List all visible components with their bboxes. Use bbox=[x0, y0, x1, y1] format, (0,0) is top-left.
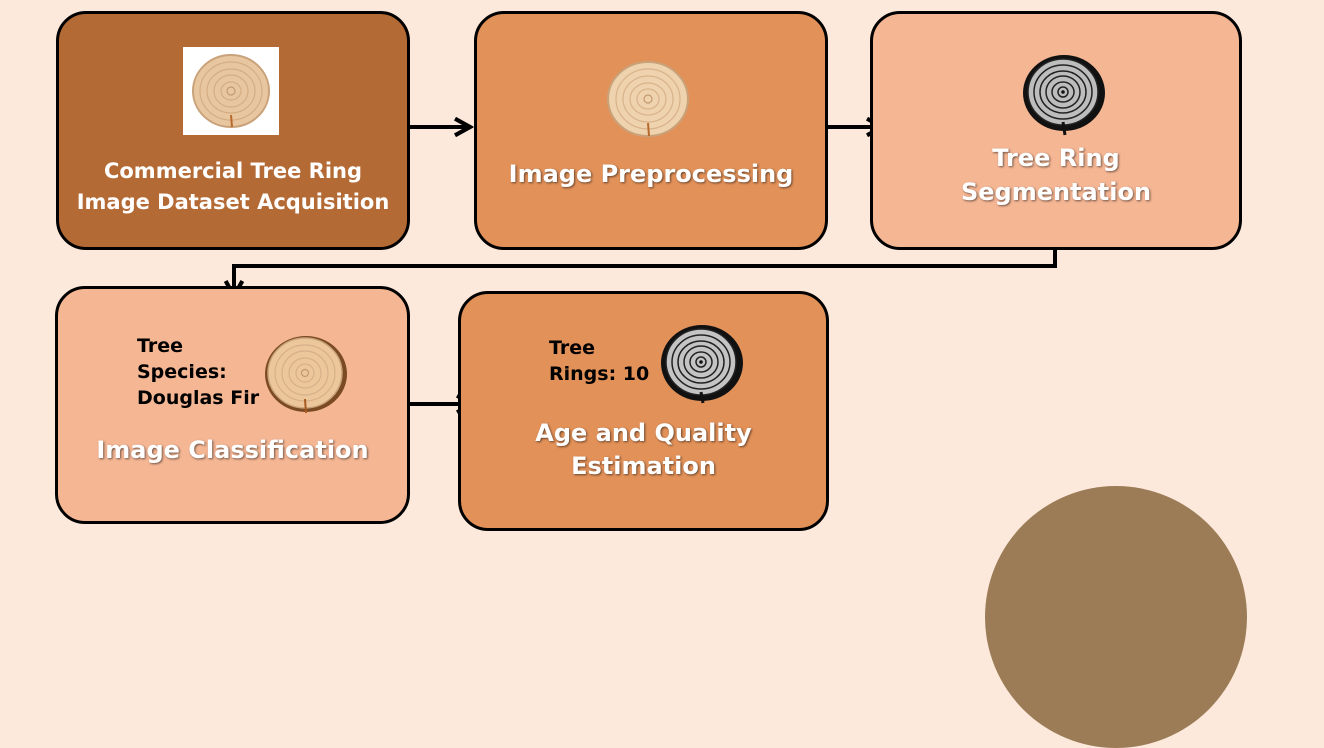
step-dataset-acquisition: Commercial Tree Ring Image Dataset Acqui… bbox=[56, 11, 410, 250]
step-title: Commercial Tree Ring Image Dataset Acqui… bbox=[59, 156, 407, 218]
segmented-tree-ring-icon bbox=[661, 325, 743, 404]
step-title-line: Image Dataset Acquisition bbox=[76, 190, 390, 214]
dataset-image-frame bbox=[183, 47, 279, 135]
species-note: Tree Species: Douglas Fir bbox=[137, 333, 259, 411]
step-title: Tree Ring Segmentation bbox=[873, 141, 1239, 209]
step-title-line: Age and Quality bbox=[535, 419, 752, 447]
note-line: Species: bbox=[137, 361, 227, 383]
pipeline-diagram: Commercial Tree Ring Image Dataset Acqui… bbox=[55, 11, 1247, 748]
note-line: Tree bbox=[137, 335, 184, 357]
note-line: Douglas Fir bbox=[137, 387, 260, 409]
step-image-preprocessing: Image Preprocessing bbox=[474, 11, 828, 250]
step-title: Age and Quality Estimation bbox=[461, 417, 826, 483]
tree-ring-cross-section-icon bbox=[607, 61, 689, 137]
step-age-quality-estimation: Tree Rings: 10 Age and Quality Estimatio… bbox=[458, 291, 829, 531]
step-title: Image Preprocessing bbox=[477, 158, 825, 190]
step-title-line: Image Preprocessing bbox=[508, 160, 794, 188]
note-line: Tree bbox=[549, 337, 596, 359]
step-title-line: Tree Ring bbox=[992, 144, 1120, 172]
tree-ring-cross-section-icon bbox=[192, 54, 270, 128]
ring-count-note: Tree Rings: 10 bbox=[549, 335, 649, 387]
step-title-line: Commercial Tree Ring bbox=[103, 159, 363, 183]
step-tree-ring-segmentation: Tree Ring Segmentation bbox=[870, 11, 1242, 250]
step-title-line: Segmentation bbox=[960, 178, 1152, 206]
step-title: Image Classification bbox=[58, 434, 407, 466]
segmented-tree-ring-icon bbox=[1023, 55, 1105, 136]
step-title-line: Image Classification bbox=[96, 436, 369, 464]
tree-ring-cross-section-icon bbox=[265, 336, 347, 414]
note-line: Rings: 10 bbox=[549, 363, 650, 385]
step-title-line: Estimation bbox=[571, 452, 716, 480]
step-image-classification: Tree Species: Douglas Fir Image Classifi… bbox=[55, 286, 410, 524]
